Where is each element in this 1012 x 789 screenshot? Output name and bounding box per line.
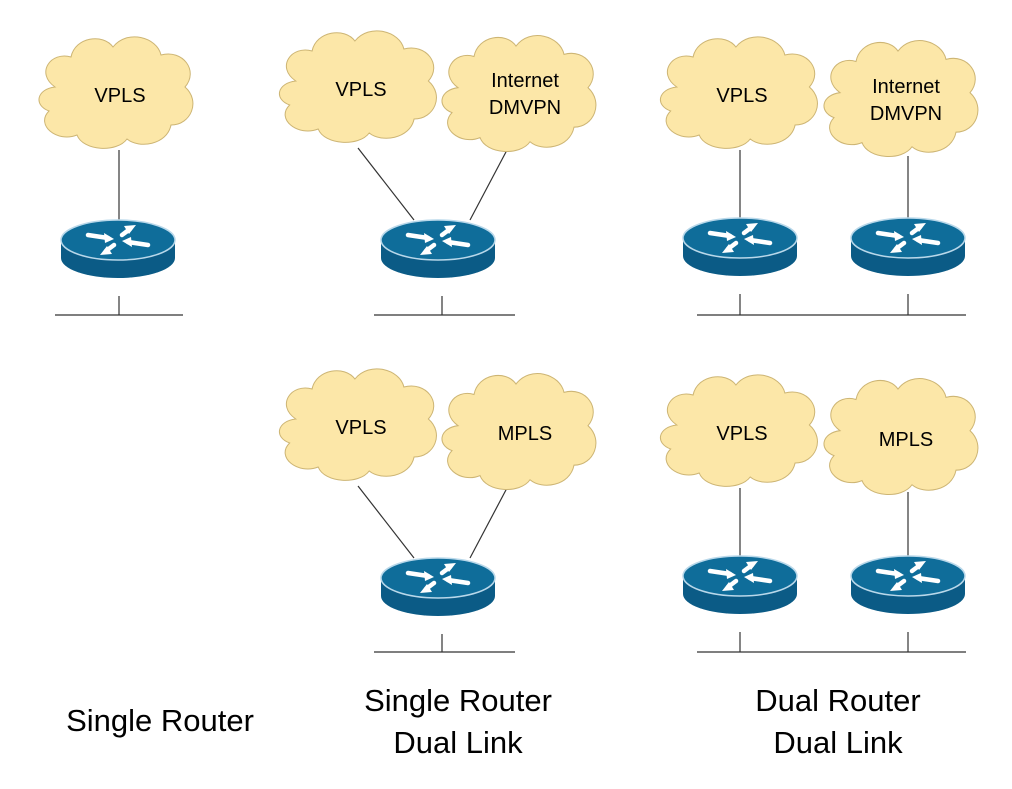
caption-line: Dual Router — [755, 683, 921, 718]
cloud — [823, 40, 979, 158]
link-line — [469, 487, 508, 559]
cloud-label: Internet — [491, 70, 559, 92]
caption-dual-router-dual-link: Dual Router Dual Link — [698, 680, 978, 764]
cloud-label: VPLS — [335, 79, 386, 101]
cloud-label: MPLS — [498, 423, 552, 445]
caption-single-router: Single Router — [40, 700, 280, 742]
router-icon — [381, 558, 495, 616]
cloud-label: MPLS — [879, 429, 933, 451]
connection-lines — [55, 147, 966, 653]
link-line — [469, 149, 508, 221]
caption-line: Single Router — [364, 683, 552, 718]
cloud-label: DMVPN — [489, 97, 561, 119]
cloud-label: VPLS — [335, 417, 386, 439]
caption-line: Dual Link — [393, 725, 523, 760]
cloud-label: VPLS — [94, 85, 145, 107]
router-icon — [61, 220, 175, 278]
caption-single-router-dual-link: Single Router Dual Link — [318, 680, 598, 764]
caption-line: Dual Link — [773, 725, 903, 760]
cloud-label: VPLS — [716, 423, 767, 445]
router-icon — [381, 220, 495, 278]
router-icon — [683, 556, 797, 614]
cloud-label: Internet — [872, 76, 940, 98]
link-line — [357, 485, 415, 559]
cloud — [441, 35, 597, 153]
link-line — [357, 147, 415, 221]
router-icon — [851, 556, 965, 614]
router-icon — [683, 218, 797, 276]
cloud-label: VPLS — [716, 85, 767, 107]
router-icon — [851, 218, 965, 276]
caption-line: Single Router — [66, 703, 254, 738]
cloud-label: DMVPN — [870, 103, 942, 125]
